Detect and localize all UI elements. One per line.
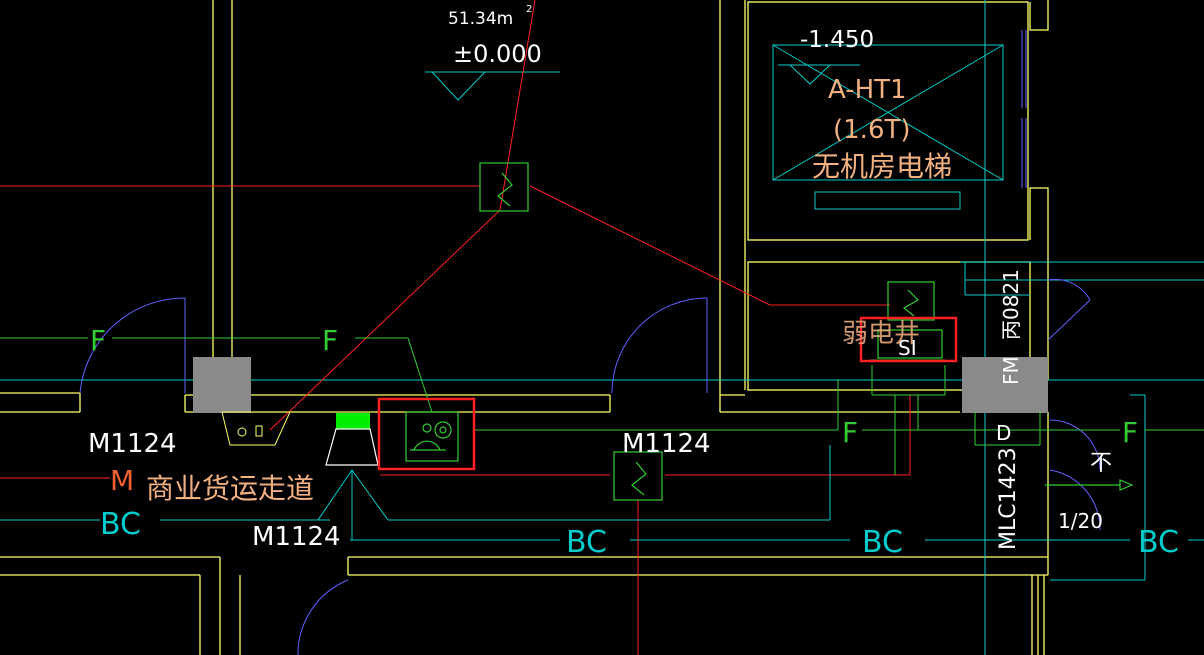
- line-label-f: F: [842, 416, 858, 449]
- elevator-level-text: -1.450: [800, 27, 874, 53]
- wiring-green: [0, 337, 1204, 475]
- column: [962, 357, 1048, 413]
- junction-box-weak-room[interactable]: [887, 281, 935, 321]
- door-tag-mid: M1124: [622, 429, 711, 459]
- fire-door-fm-text: FM: [999, 356, 1023, 385]
- junction-box-top[interactable]: [479, 162, 529, 212]
- door-tag-left: M1124: [88, 429, 177, 459]
- highlighted-device-si[interactable]: [859, 316, 958, 363]
- columns: [193, 357, 1048, 413]
- door-swings: [79, 30, 1101, 655]
- line-label-f: F: [322, 324, 338, 357]
- elevator-capacity-text: (1.6T): [833, 115, 911, 145]
- elevation-note-text: 2: [526, 4, 532, 15]
- sensor-device-icon[interactable]: [221, 411, 291, 446]
- wiring-cyan: [317, 445, 831, 540]
- corridor-mark: M: [110, 464, 134, 497]
- speaker-icon[interactable]: [325, 413, 379, 466]
- elevator-type-text: 无机房电梯: [812, 150, 952, 183]
- line-label-f: F: [90, 324, 106, 357]
- line-label-bc: BC: [566, 525, 607, 560]
- slope-label: 1/20: [1058, 509, 1103, 533]
- line-label-bc: BC: [862, 525, 903, 560]
- elevation-height-text: 51.34m: [448, 9, 513, 29]
- elevator-shaft: [772, 44, 1004, 210]
- weak-room-label: 弱电井: [842, 319, 920, 349]
- slope-arrow-char: 不: [1090, 451, 1112, 476]
- mlc-label: MLC1423: [996, 447, 1021, 550]
- line-label-bc: BC: [1138, 525, 1179, 560]
- corridor-name: 商业货运走道: [146, 472, 314, 505]
- line-label-bc: BC: [100, 507, 141, 542]
- cable-lines-red: [0, 0, 911, 655]
- slope-arrow-icon: [1045, 479, 1134, 491]
- column: [193, 357, 251, 413]
- device-si-label: SI: [898, 336, 917, 360]
- elevation-marker: [425, 71, 560, 101]
- elevator-id-text: A-HT1: [828, 75, 907, 105]
- door-tag-bottom: M1124: [252, 522, 341, 552]
- highlighted-device-camera[interactable]: [377, 397, 476, 471]
- d-label: D: [996, 421, 1011, 445]
- elevation-level-text: ±0.000: [453, 40, 542, 68]
- line-label-f: F: [1122, 416, 1138, 449]
- junction-box-mid[interactable]: [613, 451, 663, 501]
- fire-door-code-text: 丙0821: [999, 269, 1023, 340]
